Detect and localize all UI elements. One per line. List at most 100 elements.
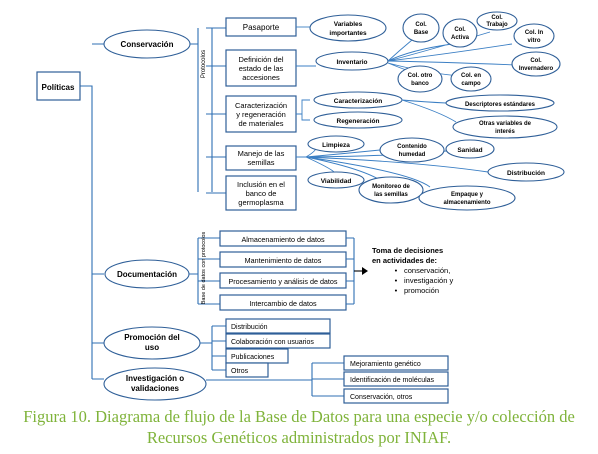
caracterizacion-regen-line2: y regeneración: [236, 110, 286, 119]
definicion-box: [225, 49, 297, 87]
intercambio-box: [219, 294, 347, 311]
promocion-branch: Promoción del uso Distribución Colaborac…: [103, 318, 331, 378]
bullet: •: [395, 276, 398, 285]
identificacion-box: [343, 371, 449, 387]
root-label: Políticas: [42, 83, 75, 92]
pasaporte-label: Pasaporte: [243, 23, 280, 32]
colaboracion-box: [225, 333, 331, 349]
conservacion-semillas-children-contenido-1-text: humedad: [399, 152, 426, 158]
limpieza-node: [307, 135, 365, 153]
manejo-line1: Manejo de las: [238, 149, 285, 158]
conservacion-caracterizacion-text: Caracterización: [334, 98, 382, 105]
col-invernadero-node: [511, 51, 561, 77]
promocion-items-2-text: Publicaciones: [231, 354, 275, 361]
flow-diagram: Políticas Conservación Protocolos Pasapo…: [36, 11, 565, 404]
inclusion-line2: banco de: [246, 189, 277, 198]
distribucion-semillas-node: [487, 162, 565, 182]
promocion-label-1-text: uso: [145, 343, 159, 352]
documentacion-decisions-title-1-text: en actividades de:: [372, 256, 437, 265]
caracterizacion-regen-line1: Caracterización: [235, 101, 287, 110]
promocion-items-0-text: Distribución: [231, 324, 268, 331]
conservacion-descriptores-text: Descriptores estándares: [465, 102, 536, 108]
documentacion-decisions-0-text: conservación,: [404, 266, 450, 275]
documentacion-items-0-text: Almacenamiento de datos: [241, 235, 325, 244]
protocolos-label: Protocolos: [201, 50, 207, 78]
conservacion-inventario-children-base-0-text: Col.: [415, 22, 427, 28]
conservacion-label: Conservación: [121, 40, 174, 49]
conservacion-semillas-children-distribucion-text: Distribución: [507, 170, 545, 177]
promocion-items-3-text: Otros: [231, 368, 249, 375]
conservacion-semillas-children-sanidad-text: Sanidad: [457, 147, 482, 154]
conservacion-inventario-children-invernadero-1-text: Invernadero: [519, 66, 554, 72]
conservacion-regeneracion-text: Regeneración: [337, 118, 380, 125]
definicion-line1: Definición del: [238, 55, 283, 64]
inclusion-line3: germoplasma: [238, 198, 284, 207]
col-in-vitro-node: [513, 23, 555, 49]
distribucion-box: [225, 318, 331, 334]
conservacion-inventario-children-activa-1-text: Activa: [451, 35, 470, 41]
caption-line1: Figura 10. Diagrama de flujo de la Base …: [23, 407, 575, 426]
documentacion-items-3-text: Intercambio de datos: [249, 299, 317, 308]
documentacion-decisions-1-text: investigación y: [404, 276, 453, 285]
promocion-items-1-text: Colaboración con usuarios: [231, 339, 314, 346]
conservacion-otros-box: [343, 388, 449, 404]
caption-line2: Recursos Genéticos administrados por INI…: [146, 428, 452, 447]
otros-box: [225, 362, 269, 378]
conservacion-inventario-children-en-campo-1-text: campo: [461, 81, 481, 87]
conservacion-semillas-children-monitoreo-0-text: Monitoreo de: [372, 184, 410, 190]
conservacion-semillas-children-viabilidad-text: Viabilidad: [321, 178, 352, 185]
conservacion-inventario-children-otro-banco-0-text: Col. otro: [408, 73, 433, 79]
investigacion-label-0-text: Investigación o: [126, 374, 184, 383]
root-node: Políticas: [36, 71, 81, 101]
conservacion-inventario-children-trabajo-1-text: Trabajo: [486, 22, 508, 28]
bullet: •: [395, 266, 398, 275]
empaque-node: [418, 185, 516, 211]
regeneracion-node: [313, 111, 403, 129]
mejoramiento-box: [343, 355, 449, 371]
inventario-label: Inventario: [336, 59, 367, 66]
viabilidad-node: [307, 171, 365, 189]
conservacion-inventario-children-base-1-text: Base: [414, 30, 429, 36]
inclusion-box: [225, 175, 297, 211]
sanidad-node: [445, 139, 495, 159]
investigacion-items-0-text: Mejoramiento genético: [350, 361, 421, 368]
promocion-label-0-text: Promoción del: [124, 333, 180, 342]
monitoreo-node: [358, 176, 424, 204]
variables-line2: importantes: [329, 30, 367, 37]
figure-caption: Figura 10. Diagrama de flujo de la Base …: [0, 406, 598, 448]
descriptores-node: [445, 94, 555, 112]
investigacion-node: [103, 367, 207, 401]
investigacion-branch: Investigación o validaciones Mejoramient…: [103, 355, 449, 404]
caracterizacion-regen-line3: de materiales: [238, 119, 283, 128]
conservacion-semillas-children-empaque-0-text: Empaque y: [451, 192, 484, 198]
conservacion-semillas-children-empaque-1-text: almacenamiento: [443, 200, 490, 206]
conservacion-semillas-children-limpieza-text: Limpieza: [322, 142, 350, 149]
col-activa-node: [442, 18, 478, 48]
bullet: •: [395, 286, 398, 295]
col-base-node: [402, 13, 440, 43]
otras-variables-node: [452, 115, 558, 139]
contenido-humedad-node: [379, 137, 445, 163]
conservacion-inventario-children-in-vitro-1-text: vitro: [527, 38, 540, 44]
inclusion-line1: Inclusión en el: [237, 180, 285, 189]
conservacion-semillas-children-contenido-0-text: Contenido: [397, 144, 427, 150]
conservacion-inventario-children-en-campo-0-text: Col. en: [461, 73, 481, 79]
conservacion-branch: Conservación Protocolos Pasaporte Defini…: [103, 11, 565, 211]
base-datos-label: Base de datos con protocolos: [201, 232, 207, 305]
investigacion-items-1-text: Identificación de moléculas: [350, 377, 435, 384]
definicion-line3: accesiones: [242, 73, 280, 82]
conservacion-inventario-children-in-vitro-0-text: Col. In: [525, 30, 544, 36]
conservacion-semillas-children-monitoreo-1-text: las semillas: [374, 192, 408, 198]
variables-line1: Variables: [334, 21, 363, 28]
investigacion-items-2-text: Conservación, otros: [350, 394, 413, 401]
documentacion-decisions-title-0-text: Toma de decisiones: [372, 246, 443, 255]
col-otro-banco-node: [397, 65, 443, 93]
col-trabajo-node: [476, 11, 518, 31]
conservacion-inventario-children-activa-0-text: Col.: [454, 27, 466, 33]
manejo-box: [225, 145, 297, 171]
investigacion-label-1-text: validaciones: [131, 384, 180, 393]
conservacion-inventario-children-otro-banco-1-text: banco: [411, 81, 429, 87]
conservacion-otras-variables-0-text: Otras variables de: [479, 121, 532, 127]
conservacion-inventario-children-invernadero-0-text: Col.: [530, 58, 542, 64]
variables-node: [309, 14, 387, 42]
